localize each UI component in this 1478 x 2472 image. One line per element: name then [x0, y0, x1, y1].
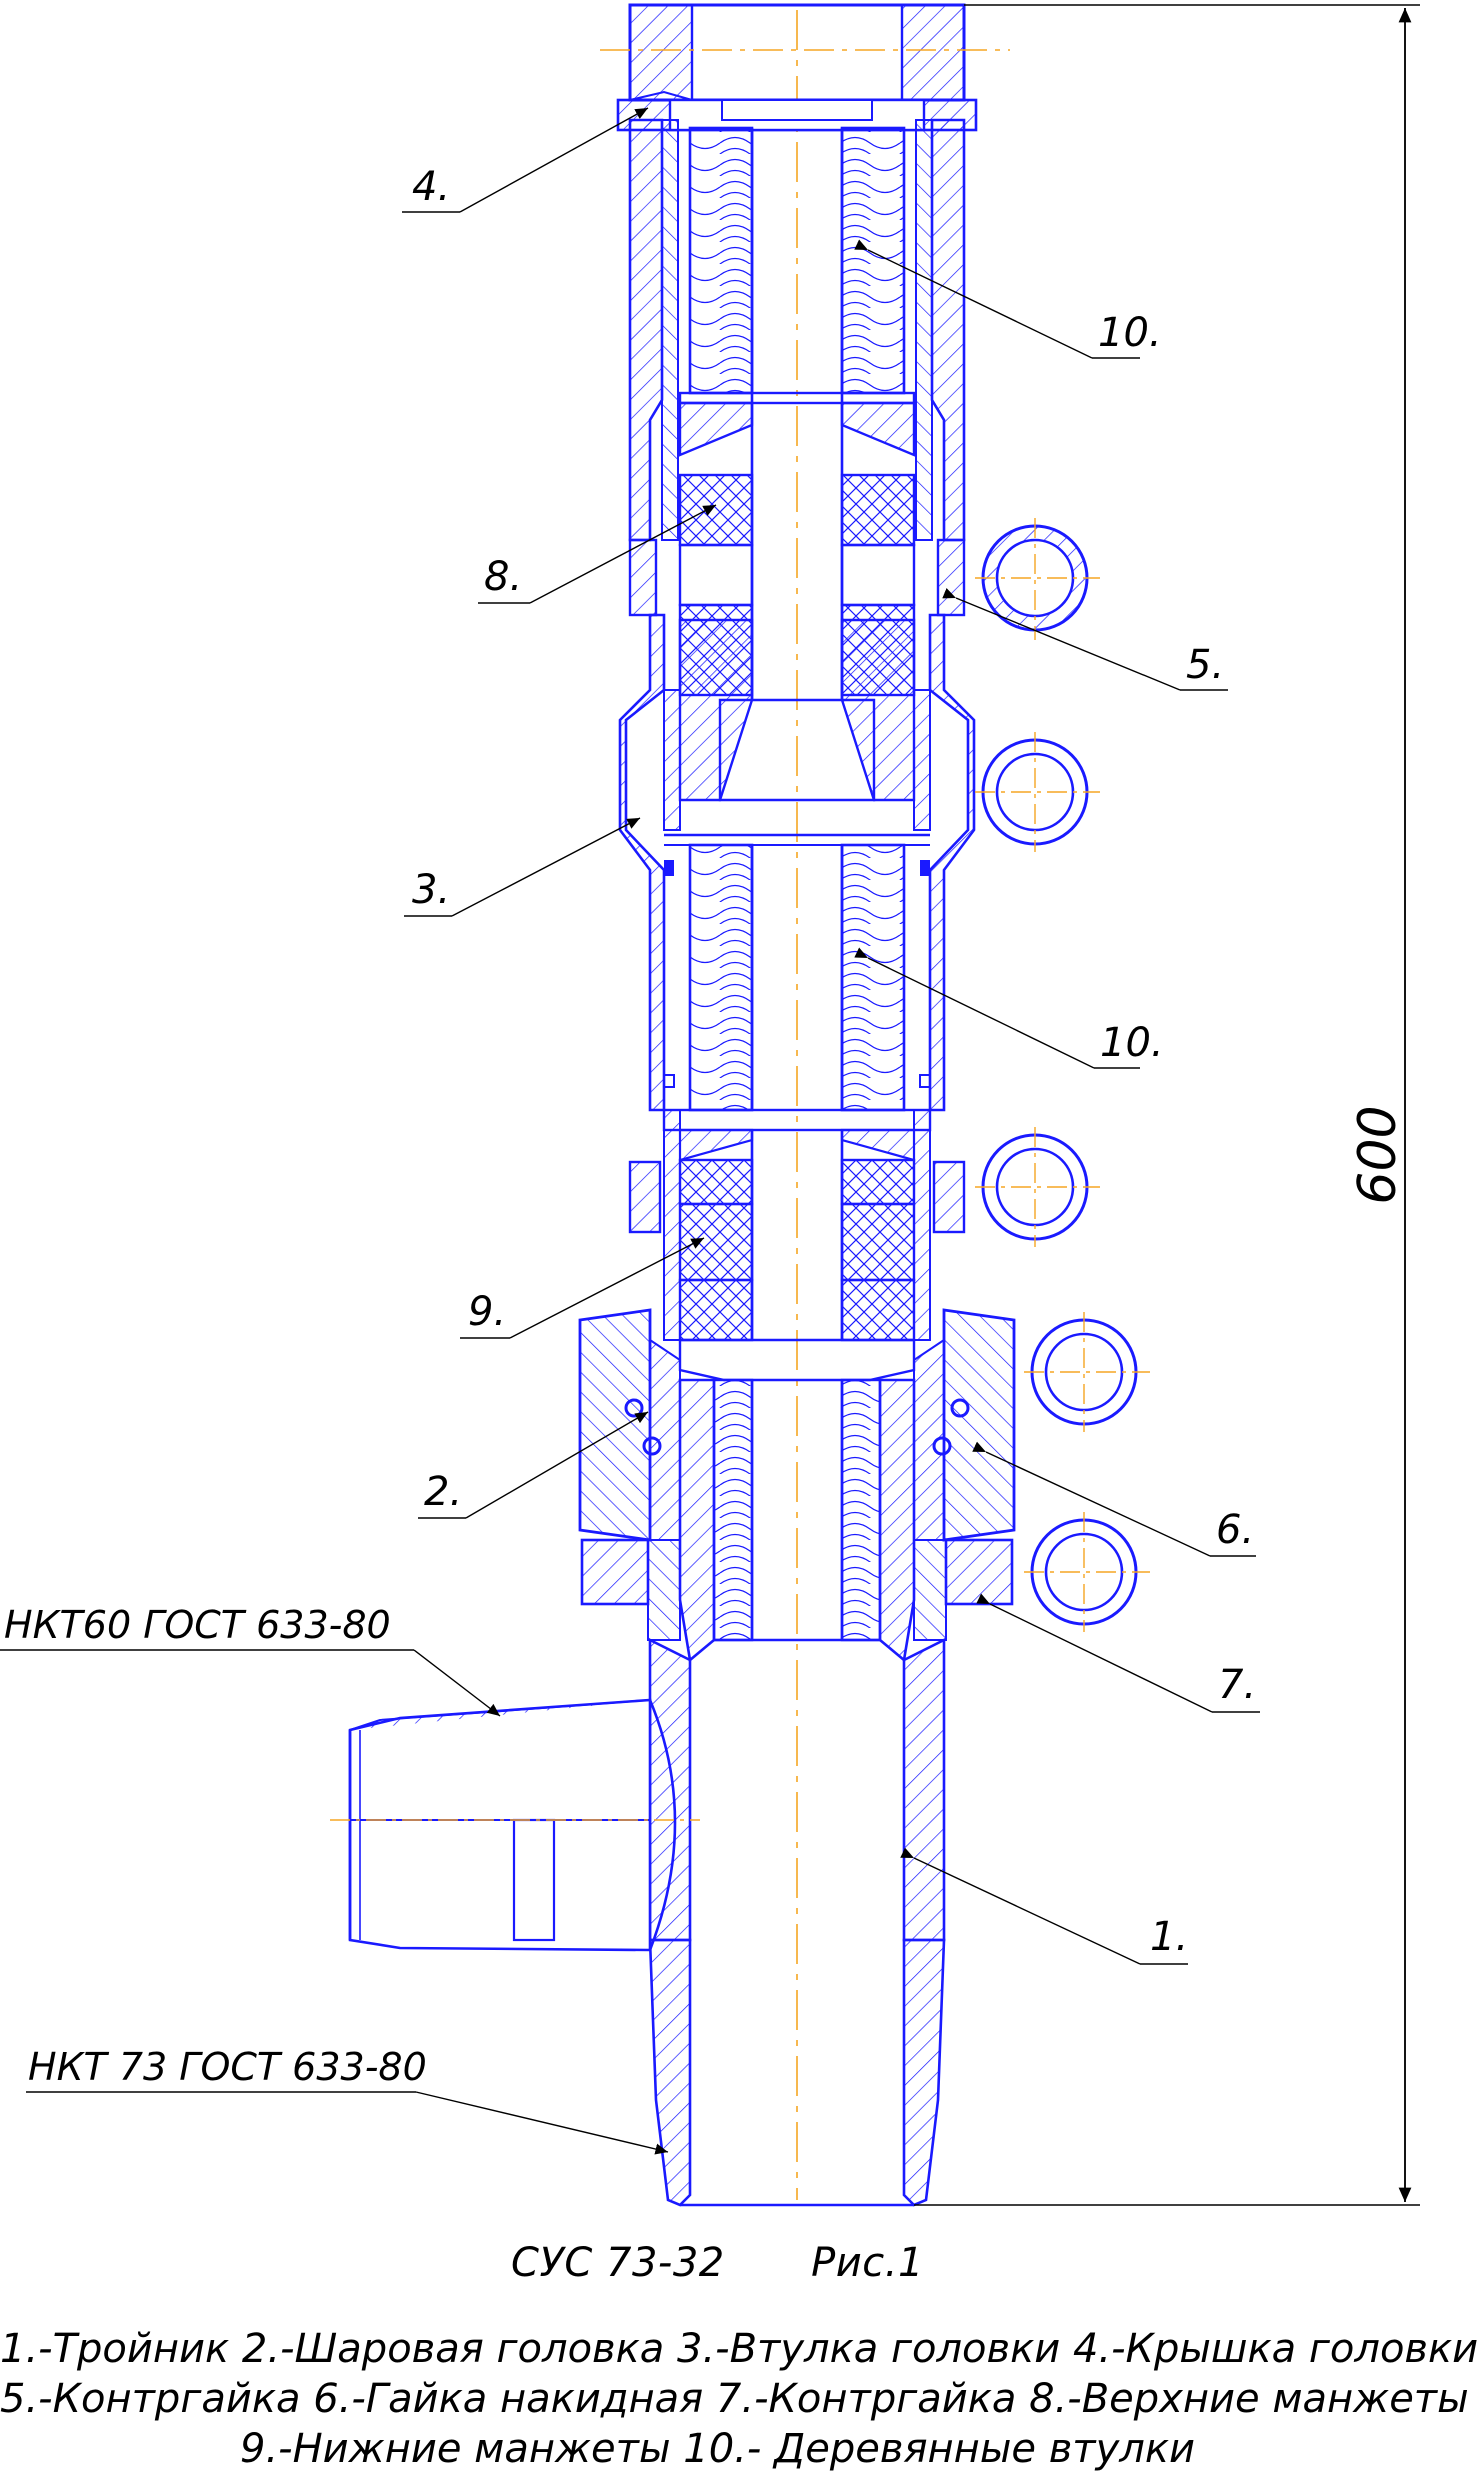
callout-9: 9. [460, 1237, 705, 1339]
callout-label-9: 9. [468, 1289, 506, 1335]
figure-number: Рис.1 [811, 2240, 924, 2286]
callout-label-4: 4. [412, 164, 450, 210]
part-wood-bushing-lower [663, 843, 931, 1112]
callout-pipe-lower: НКТ 73 ГОСТ 633-80 [26, 2045, 669, 2155]
dimension-overall-height: 600 [914, 4, 1420, 2206]
part-tee [330, 1637, 946, 2207]
callout-label-10-upper: 10. [1098, 310, 1162, 356]
pipe-spec-upper: НКТ60 ГОСТ 633-80 [4, 1603, 391, 1647]
callout-label-7: 7. [1218, 1662, 1256, 1708]
callout-label-3: 3. [412, 867, 450, 913]
callout-2: 2. [418, 1411, 649, 1519]
callout-4: 4. [402, 107, 649, 213]
legend-line-1: 1.-Тройник 2.-Шаровая головка 3.-Втулка … [0, 2326, 1478, 2372]
callout-label-10-lower: 10. [1100, 1020, 1164, 1066]
pipe-spec-lower: НКТ 73 ГОСТ 633-80 [28, 2045, 427, 2089]
legend-line-3: 9.-Нижние манжеты 10.- Деревянные втулки [240, 2426, 1195, 2472]
part-locknut-lower [580, 1512, 1150, 1641]
dimension-value: 600 [1348, 1105, 1408, 1204]
callout-5: 5. [942, 588, 1228, 691]
callout-label-8: 8. [484, 554, 522, 600]
part-locknut-upper [628, 518, 1100, 640]
callout-7: 7. [976, 1593, 1260, 1713]
callout-10-upper: 10. [854, 239, 1162, 359]
figure-caption: СУС 73-32 Рис.1 [0, 2240, 1435, 2286]
part-ball-head [624, 1378, 970, 1663]
callout-3: 3. [404, 817, 641, 917]
part-head-cap [600, 3, 1010, 132]
callout-label-2: 2. [424, 1469, 462, 1515]
callout-8: 8. [478, 504, 717, 604]
callout-label-5: 5. [1186, 642, 1224, 688]
callout-10-lower: 10. [854, 947, 1164, 1069]
callout-1: 1. [900, 1847, 1188, 1965]
callout-6: 6. [972, 1441, 1256, 1557]
part-upper-cuffs [678, 391, 916, 802]
legend-line-2: 5.-Контргайка 6.-Гайка накидная 7.-Контр… [0, 2376, 1469, 2422]
part-lower-cuffs [628, 1108, 1100, 1382]
technical-drawing: 600 4. 10. 8. 5. 3. 10. 9. 2. [0, 3, 1420, 2207]
callout-label-1: 1. [1150, 1914, 1188, 1960]
model-designation: СУС 73-32 [511, 2240, 725, 2286]
callout-label-6: 6. [1216, 1507, 1254, 1553]
callout-pipe-upper: НКТ60 ГОСТ 633-80 [0, 1603, 501, 1717]
